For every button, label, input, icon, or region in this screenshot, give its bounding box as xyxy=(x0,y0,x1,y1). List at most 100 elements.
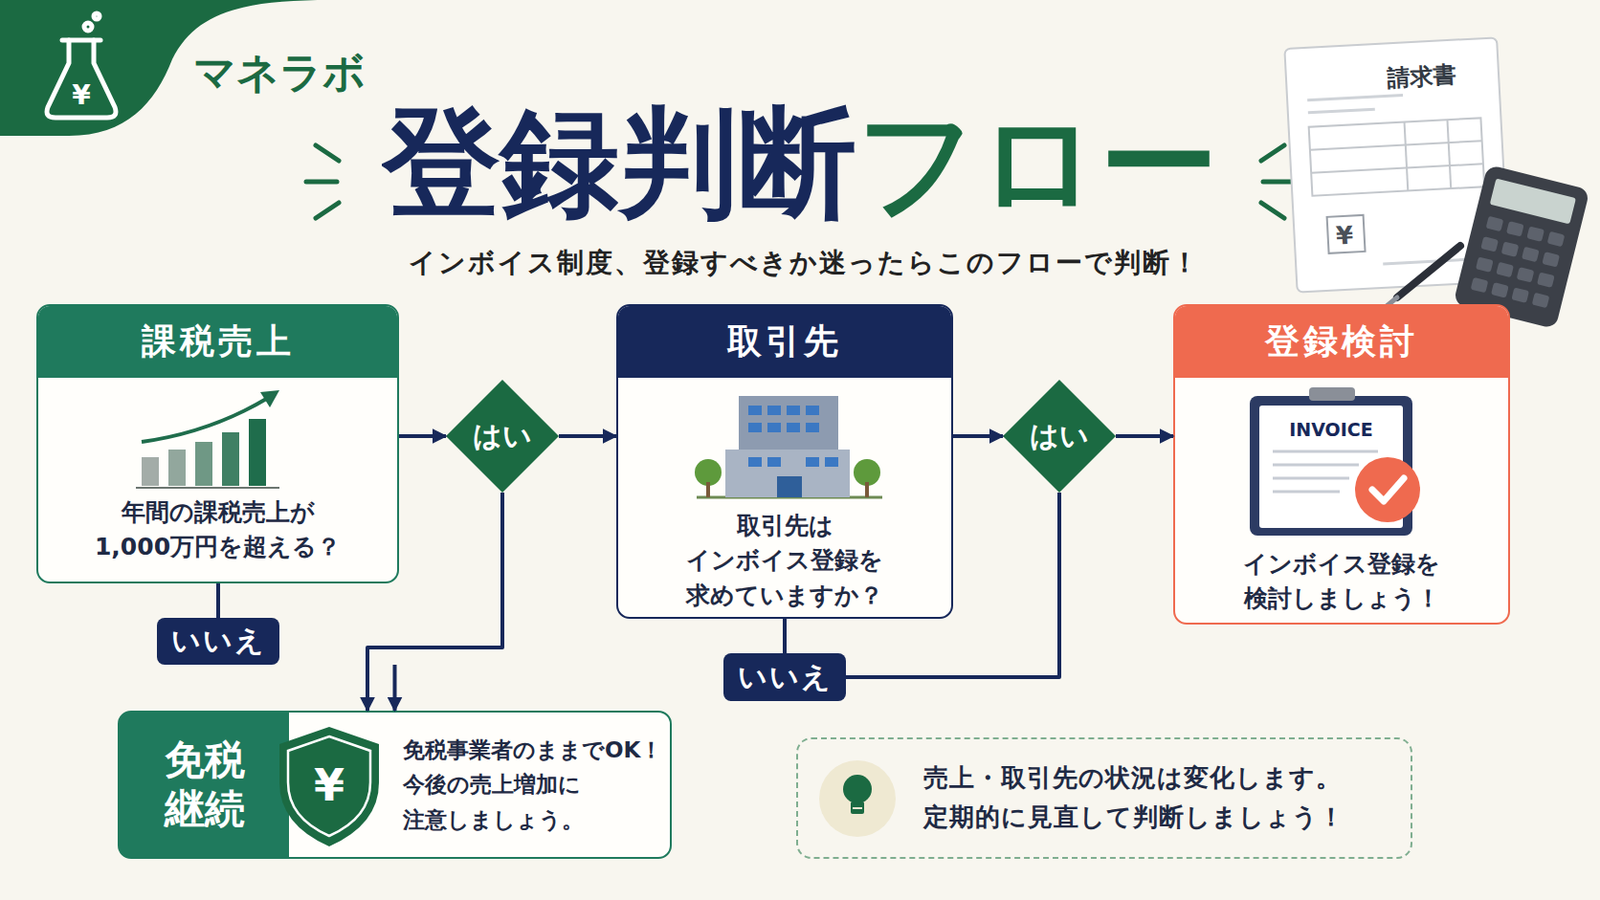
flask-rim xyxy=(62,38,101,44)
paper-line xyxy=(1272,490,1340,494)
bubble xyxy=(93,13,100,20)
flow-connector xyxy=(782,619,787,654)
key xyxy=(1501,241,1520,257)
chart-bar xyxy=(195,442,213,487)
trend-arrow-head xyxy=(260,390,280,408)
document-lines xyxy=(1307,90,1489,267)
accent-line xyxy=(315,202,339,219)
table-rule xyxy=(1446,119,1451,189)
chart-bar xyxy=(168,449,186,487)
accent-line xyxy=(1261,202,1285,219)
document-table xyxy=(1309,117,1486,196)
key xyxy=(1480,236,1499,252)
flask-icon xyxy=(46,13,116,118)
shield-icon xyxy=(279,727,379,847)
box-text: インボイス登録を 検討しましょう！ xyxy=(1212,547,1471,618)
window xyxy=(767,422,781,433)
key xyxy=(1521,246,1540,263)
answer-label: いいえ xyxy=(156,618,280,666)
logo-tab xyxy=(0,0,331,136)
shield-rim xyxy=(288,736,371,837)
flow-connector xyxy=(1115,434,1174,439)
tip-text: 売上・取引先の状況は変化します。 定期的に見直して判断しましょう！ xyxy=(923,758,1383,839)
accent-line xyxy=(1261,145,1285,161)
pen xyxy=(1386,245,1461,307)
clipboard-paper xyxy=(1259,405,1403,529)
flask-body xyxy=(46,40,116,118)
decision-diamond: はい xyxy=(445,379,559,493)
key xyxy=(1536,271,1556,288)
box-text: 取引先は インボイス登録を 求めていますか？ xyxy=(655,509,914,614)
key xyxy=(1547,231,1566,247)
tip-box: 売上・取引先の状況は変化します。 定期的に見直して判断しましょう！ xyxy=(796,737,1413,860)
key xyxy=(1532,292,1551,309)
answer-label: いいえ xyxy=(723,653,846,702)
bulb-thread xyxy=(852,807,863,810)
diagram-title: 登録判断フロー xyxy=(381,103,1219,223)
check-badge xyxy=(1355,457,1421,523)
window xyxy=(767,405,781,416)
title-accents xyxy=(306,145,1294,219)
building-windows xyxy=(748,405,839,498)
diagram-subtitle: インボイス制度、登録すべきか迷ったらこのフローで判断！ xyxy=(408,244,1200,282)
result-heading: 免税継続 xyxy=(119,712,289,858)
building-icon xyxy=(694,396,883,498)
icon-circle xyxy=(819,760,896,838)
window xyxy=(748,422,762,433)
window xyxy=(805,405,820,416)
tree-trunk xyxy=(706,482,711,498)
answer-pill: いいえ xyxy=(723,653,846,702)
clipboard-icon xyxy=(1249,387,1421,536)
paper-line xyxy=(1272,477,1350,481)
clipboard-clip xyxy=(1309,387,1356,401)
key xyxy=(1470,277,1489,293)
flow-connector xyxy=(367,492,503,712)
flow-connector xyxy=(393,665,398,712)
tree-trunk xyxy=(865,482,869,498)
bulb-glass xyxy=(843,775,872,804)
flow-connector xyxy=(216,583,221,619)
check-mark xyxy=(1372,478,1404,502)
window xyxy=(824,457,839,467)
building-base xyxy=(725,449,850,498)
brand-name: マネラボ xyxy=(193,44,366,102)
paper-line xyxy=(1272,464,1359,467)
accent-line xyxy=(1263,179,1294,185)
table-rule xyxy=(1311,163,1484,173)
logo-symbol: ¥ xyxy=(71,79,90,112)
chart-bar xyxy=(248,419,267,487)
box-heading: 課税売上 xyxy=(38,306,398,378)
tree xyxy=(694,459,722,487)
flow-connector xyxy=(558,434,617,439)
flow-connector xyxy=(845,492,1060,678)
decision-label: はい xyxy=(445,379,559,493)
trend-arrow xyxy=(141,398,268,443)
box-heading: 取引先 xyxy=(618,306,952,378)
calculator-screen xyxy=(1489,177,1577,224)
window xyxy=(767,457,781,467)
text-line xyxy=(1307,95,1403,101)
answer-pill: いいえ xyxy=(156,618,280,666)
accent-line xyxy=(315,145,339,161)
tree xyxy=(853,459,881,487)
window xyxy=(748,405,762,416)
box-text: 年間の課税売上が 1,000万円を超える？ xyxy=(88,495,348,566)
calculator-keys xyxy=(1470,216,1566,309)
bulb-base xyxy=(850,801,865,815)
clipboard-board xyxy=(1249,396,1413,536)
ground xyxy=(696,496,883,500)
currency-symbol: ¥ xyxy=(1334,221,1355,251)
result-box: 登録検討インボイス登録を 検討しましょう！ xyxy=(1173,304,1511,625)
building-body xyxy=(738,396,839,498)
key xyxy=(1511,287,1530,303)
key xyxy=(1516,266,1535,283)
chart-bar xyxy=(141,457,159,487)
decision-label: はい xyxy=(1002,379,1116,493)
flow-connector xyxy=(399,434,446,439)
bubble xyxy=(84,22,92,31)
yen-box xyxy=(1327,215,1366,254)
key xyxy=(1490,282,1510,298)
text-line xyxy=(1308,109,1376,113)
diamond-fill xyxy=(1002,379,1116,493)
